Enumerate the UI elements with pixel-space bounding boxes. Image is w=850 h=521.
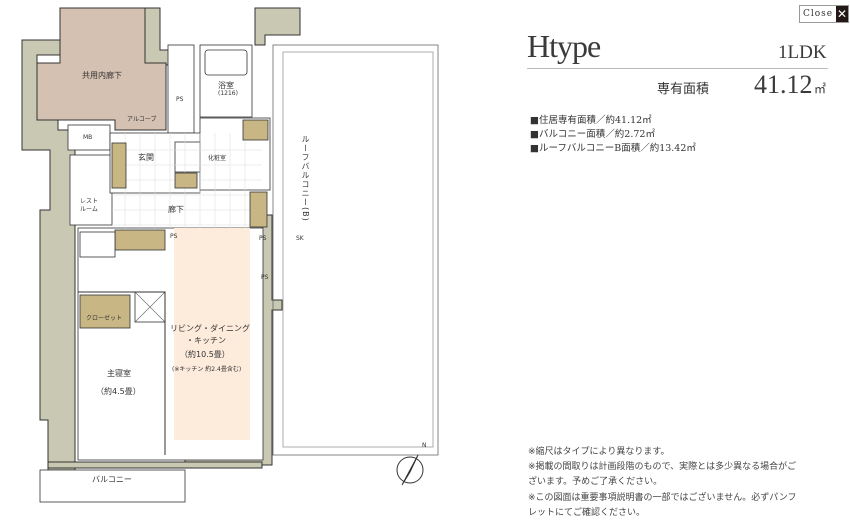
label-restroom-2: ルーム [80, 206, 98, 213]
label-kitchen-note: (※キッチン 約2.4畳含む) [172, 366, 242, 373]
label-sk: SK [296, 235, 304, 242]
label-bath-size: (1216) [218, 90, 238, 97]
north-arrow [396, 454, 424, 486]
area-value: 41.12 [754, 70, 813, 99]
label-roof-balcony: ルーフバルコニー(B) [301, 135, 310, 222]
note-line: ※縮尺はタイプにより異なります。 [528, 447, 670, 457]
spec-item: ■住居専有面積／約41.12㎡ [530, 115, 652, 126]
label-hallway: 廊下 [168, 205, 184, 214]
label-ldk-size: （約10.5畳） [180, 350, 230, 359]
label-entrance: 玄関 [138, 153, 154, 162]
label-balcony: バルコニー [92, 475, 132, 484]
note-line: ※掲載の間取りは計画段階のもので、実際とは多少異なる場合がご [528, 462, 797, 473]
label-north: N [422, 442, 427, 449]
label-bedroom: 主寝室 [107, 369, 131, 378]
label-ldk-2: ・キッチン [186, 336, 226, 345]
wall-bottom [47, 461, 263, 469]
spec-list: ■住居専有面積／約41.12㎡ ■バルコニー面積／約2.72㎡ ■ルーフバルコニ… [530, 114, 696, 156]
ldk-area [174, 228, 250, 440]
note-line: ざいます。予めご了承ください。 [528, 477, 663, 488]
label-ldk-1: リビング・ダイニング [170, 324, 250, 333]
label-restroom-1: レスト [80, 198, 99, 205]
note-line: レットにてご確認ください。 [528, 507, 646, 518]
close-button[interactable]: Close ✕ [799, 5, 849, 23]
label-ps: PS [176, 96, 184, 103]
label-ps-3: PS [259, 235, 267, 242]
note-line: ※この図面は重要事項説明書の一部ではございません。必ずパンフ [528, 492, 797, 503]
spec-item: ■バルコニー面積／約2.72㎡ [530, 129, 655, 140]
divider [527, 68, 828, 69]
label-ps-2: PS [170, 233, 178, 240]
close-label: Close [803, 9, 834, 19]
area-unit: ㎡ [814, 82, 827, 96]
unit-type-title: Htype [527, 28, 601, 64]
wall-top-right [254, 7, 301, 46]
label-common-corridor: 共用内廊下 [82, 71, 122, 80]
close-x-icon: ✕ [836, 6, 848, 22]
label-ps-4: PS [261, 274, 269, 281]
label-mb: MB [83, 134, 93, 141]
floor-plan [21, 7, 439, 503]
area-label: 専有面積 [657, 82, 710, 97]
notes: ※縮尺はタイプにより異なります。 ※掲載の間取りは計画段階のもので、実際とは多少… [528, 445, 796, 521]
unit-layout: 1LDK [778, 42, 827, 63]
label-bathroom: 浴室 [218, 81, 234, 90]
common-corridor [36, 7, 167, 131]
spec-item: ■ルーフバルコニーB面積／約13.42㎡ [530, 143, 696, 154]
label-bedroom-size: （約4.5畳） [96, 387, 141, 396]
label-closet: クローゼット [86, 315, 123, 322]
label-alcove: アルコーブ [127, 116, 157, 123]
label-washroom: 化粧室 [208, 155, 227, 162]
